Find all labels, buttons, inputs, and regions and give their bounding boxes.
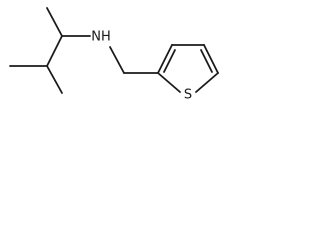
bond-thiophene-c2-c3-inner [163,49,176,73]
bond-n-ch2 [109,46,125,74]
bond-c-ch [46,35,63,67]
bond-thiophene-c4-c5 [203,44,219,74]
bond-methyl-top [46,7,63,37]
sulfur-atom-label: S [184,88,192,103]
bond-thiophene-c4-c5-inner [200,49,213,73]
bond-thiophene-s-c2 [157,72,181,93]
nitrogen-atom-label: NH [91,30,111,45]
bond-ch-methyl-bottom [46,65,63,94]
bond-thiophene-c2-c3 [157,44,173,74]
molecule-structure-diagram: NH S [9,7,219,103]
bond-thiophene-c5-s [195,72,219,93]
